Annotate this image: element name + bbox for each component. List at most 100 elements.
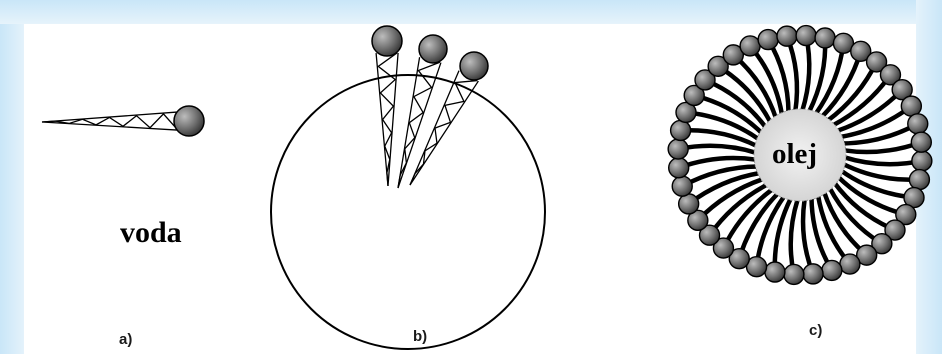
- polar-head: [418, 34, 448, 64]
- micelle-head: [712, 237, 735, 259]
- micelle-surfactant: [675, 101, 762, 142]
- micelle-head: [865, 51, 888, 73]
- water-label: voda: [120, 216, 182, 249]
- oil-droplet-outline: [270, 74, 546, 350]
- background-strip-top: [0, 0, 942, 24]
- micelle-head: [795, 24, 817, 47]
- micelle-head: [667, 138, 689, 160]
- background-strip-left: [0, 0, 24, 354]
- micelle-head: [728, 247, 750, 270]
- micelle-tail: [834, 87, 905, 134]
- micelle-head: [839, 253, 861, 275]
- hydrocarbon-chain: [41, 112, 178, 130]
- micelle-surfactant: [739, 35, 785, 118]
- micelle-tail: [715, 64, 773, 125]
- micelle-surfactant: [840, 113, 929, 146]
- micelle-surfactant: [800, 196, 824, 285]
- micelle-surfactant: [838, 168, 925, 209]
- micelle-surfactant: [712, 187, 775, 259]
- micelle-head: [855, 244, 878, 266]
- micelle-head: [908, 168, 931, 191]
- micelle-surfactant: [809, 195, 843, 282]
- oil-label: olej: [772, 138, 818, 170]
- micelle-head: [764, 261, 786, 283]
- micelle-head: [698, 224, 721, 246]
- micelle-head: [669, 119, 692, 142]
- micelle-surfactant: [745, 193, 787, 278]
- polar-head: [459, 51, 489, 81]
- micelle-head: [722, 44, 745, 66]
- micelle-head: [745, 256, 768, 278]
- micelle-surfactant: [687, 176, 766, 232]
- micelle-head: [707, 55, 729, 78]
- micelle-head: [911, 150, 933, 172]
- surfactant-molecule: [371, 25, 403, 187]
- micelle-surfactant: [757, 28, 791, 115]
- micelle-surfactant: [764, 195, 794, 283]
- micelle-head: [884, 219, 906, 241]
- micelle-surfactant: [832, 180, 906, 241]
- micelle-surfactant: [827, 185, 893, 255]
- micelle-head: [879, 64, 902, 86]
- micelle-tail: [821, 189, 869, 258]
- micelle-surfactant: [795, 24, 817, 114]
- panel-b-label: b): [413, 328, 428, 345]
- micelle-surfactant: [835, 174, 917, 226]
- micelle-surfactant: [821, 189, 878, 266]
- micelle-head: [821, 259, 843, 282]
- micelle-head: [832, 32, 855, 54]
- micelle-tail: [841, 154, 925, 167]
- micelle-tail: [788, 196, 801, 277]
- panel-a-single-surfactant: [41, 105, 205, 137]
- micelle-surfactant: [815, 192, 861, 275]
- micelle-head: [687, 209, 709, 232]
- micelle-tail: [827, 185, 885, 246]
- micelle-surfactant: [825, 51, 888, 123]
- micelle-head: [903, 186, 925, 209]
- micelle-head: [776, 25, 798, 47]
- panel-b-surfactants-at-droplet: [270, 25, 546, 350]
- micelle-surfactant: [813, 32, 855, 117]
- micelle-surfactant: [694, 69, 768, 130]
- surfactant-molecule: [397, 34, 448, 189]
- micelle-head: [891, 78, 913, 101]
- micelle-head: [694, 69, 716, 91]
- micelle-tail: [731, 52, 779, 121]
- micelle-surfactant: [806, 27, 836, 115]
- micelle-head: [895, 203, 917, 226]
- micelle-surfactant: [841, 131, 933, 155]
- panel-c-label: c): [809, 322, 823, 339]
- micelle-head: [802, 263, 824, 285]
- micelle-surfactant: [707, 55, 773, 125]
- micelle-surfactant: [722, 44, 779, 121]
- micelle-surfactant: [698, 182, 770, 246]
- micelle-head: [667, 157, 690, 179]
- surfactant-molecule: [409, 51, 489, 186]
- hydrocarbon-chain: [397, 61, 441, 189]
- micelle-head: [757, 28, 779, 51]
- oil-core: [753, 108, 847, 202]
- micelle-head: [671, 175, 693, 197]
- micelle-head: [739, 35, 761, 57]
- micelle-surfactant: [830, 64, 902, 128]
- micelle-surfactant: [728, 190, 781, 270]
- micelle-surfactant: [671, 164, 760, 197]
- micelle-head: [850, 40, 872, 63]
- micelle-tail: [675, 143, 759, 156]
- panel-c-micelle: [667, 24, 933, 286]
- panel-a-label: a): [119, 331, 133, 348]
- micelle-head: [871, 232, 893, 255]
- micelle-head: [683, 84, 705, 107]
- micelle-head: [814, 27, 836, 49]
- micelle-surfactant: [776, 25, 800, 114]
- micelle-surfactant: [683, 84, 765, 136]
- hydrocarbon-chain: [409, 79, 478, 186]
- micelle-head: [907, 113, 929, 135]
- micelle-head: [675, 101, 697, 124]
- polar-head: [173, 105, 205, 137]
- polar-head: [371, 25, 403, 57]
- micelle-head: [783, 263, 805, 286]
- micelle-tail: [695, 176, 766, 223]
